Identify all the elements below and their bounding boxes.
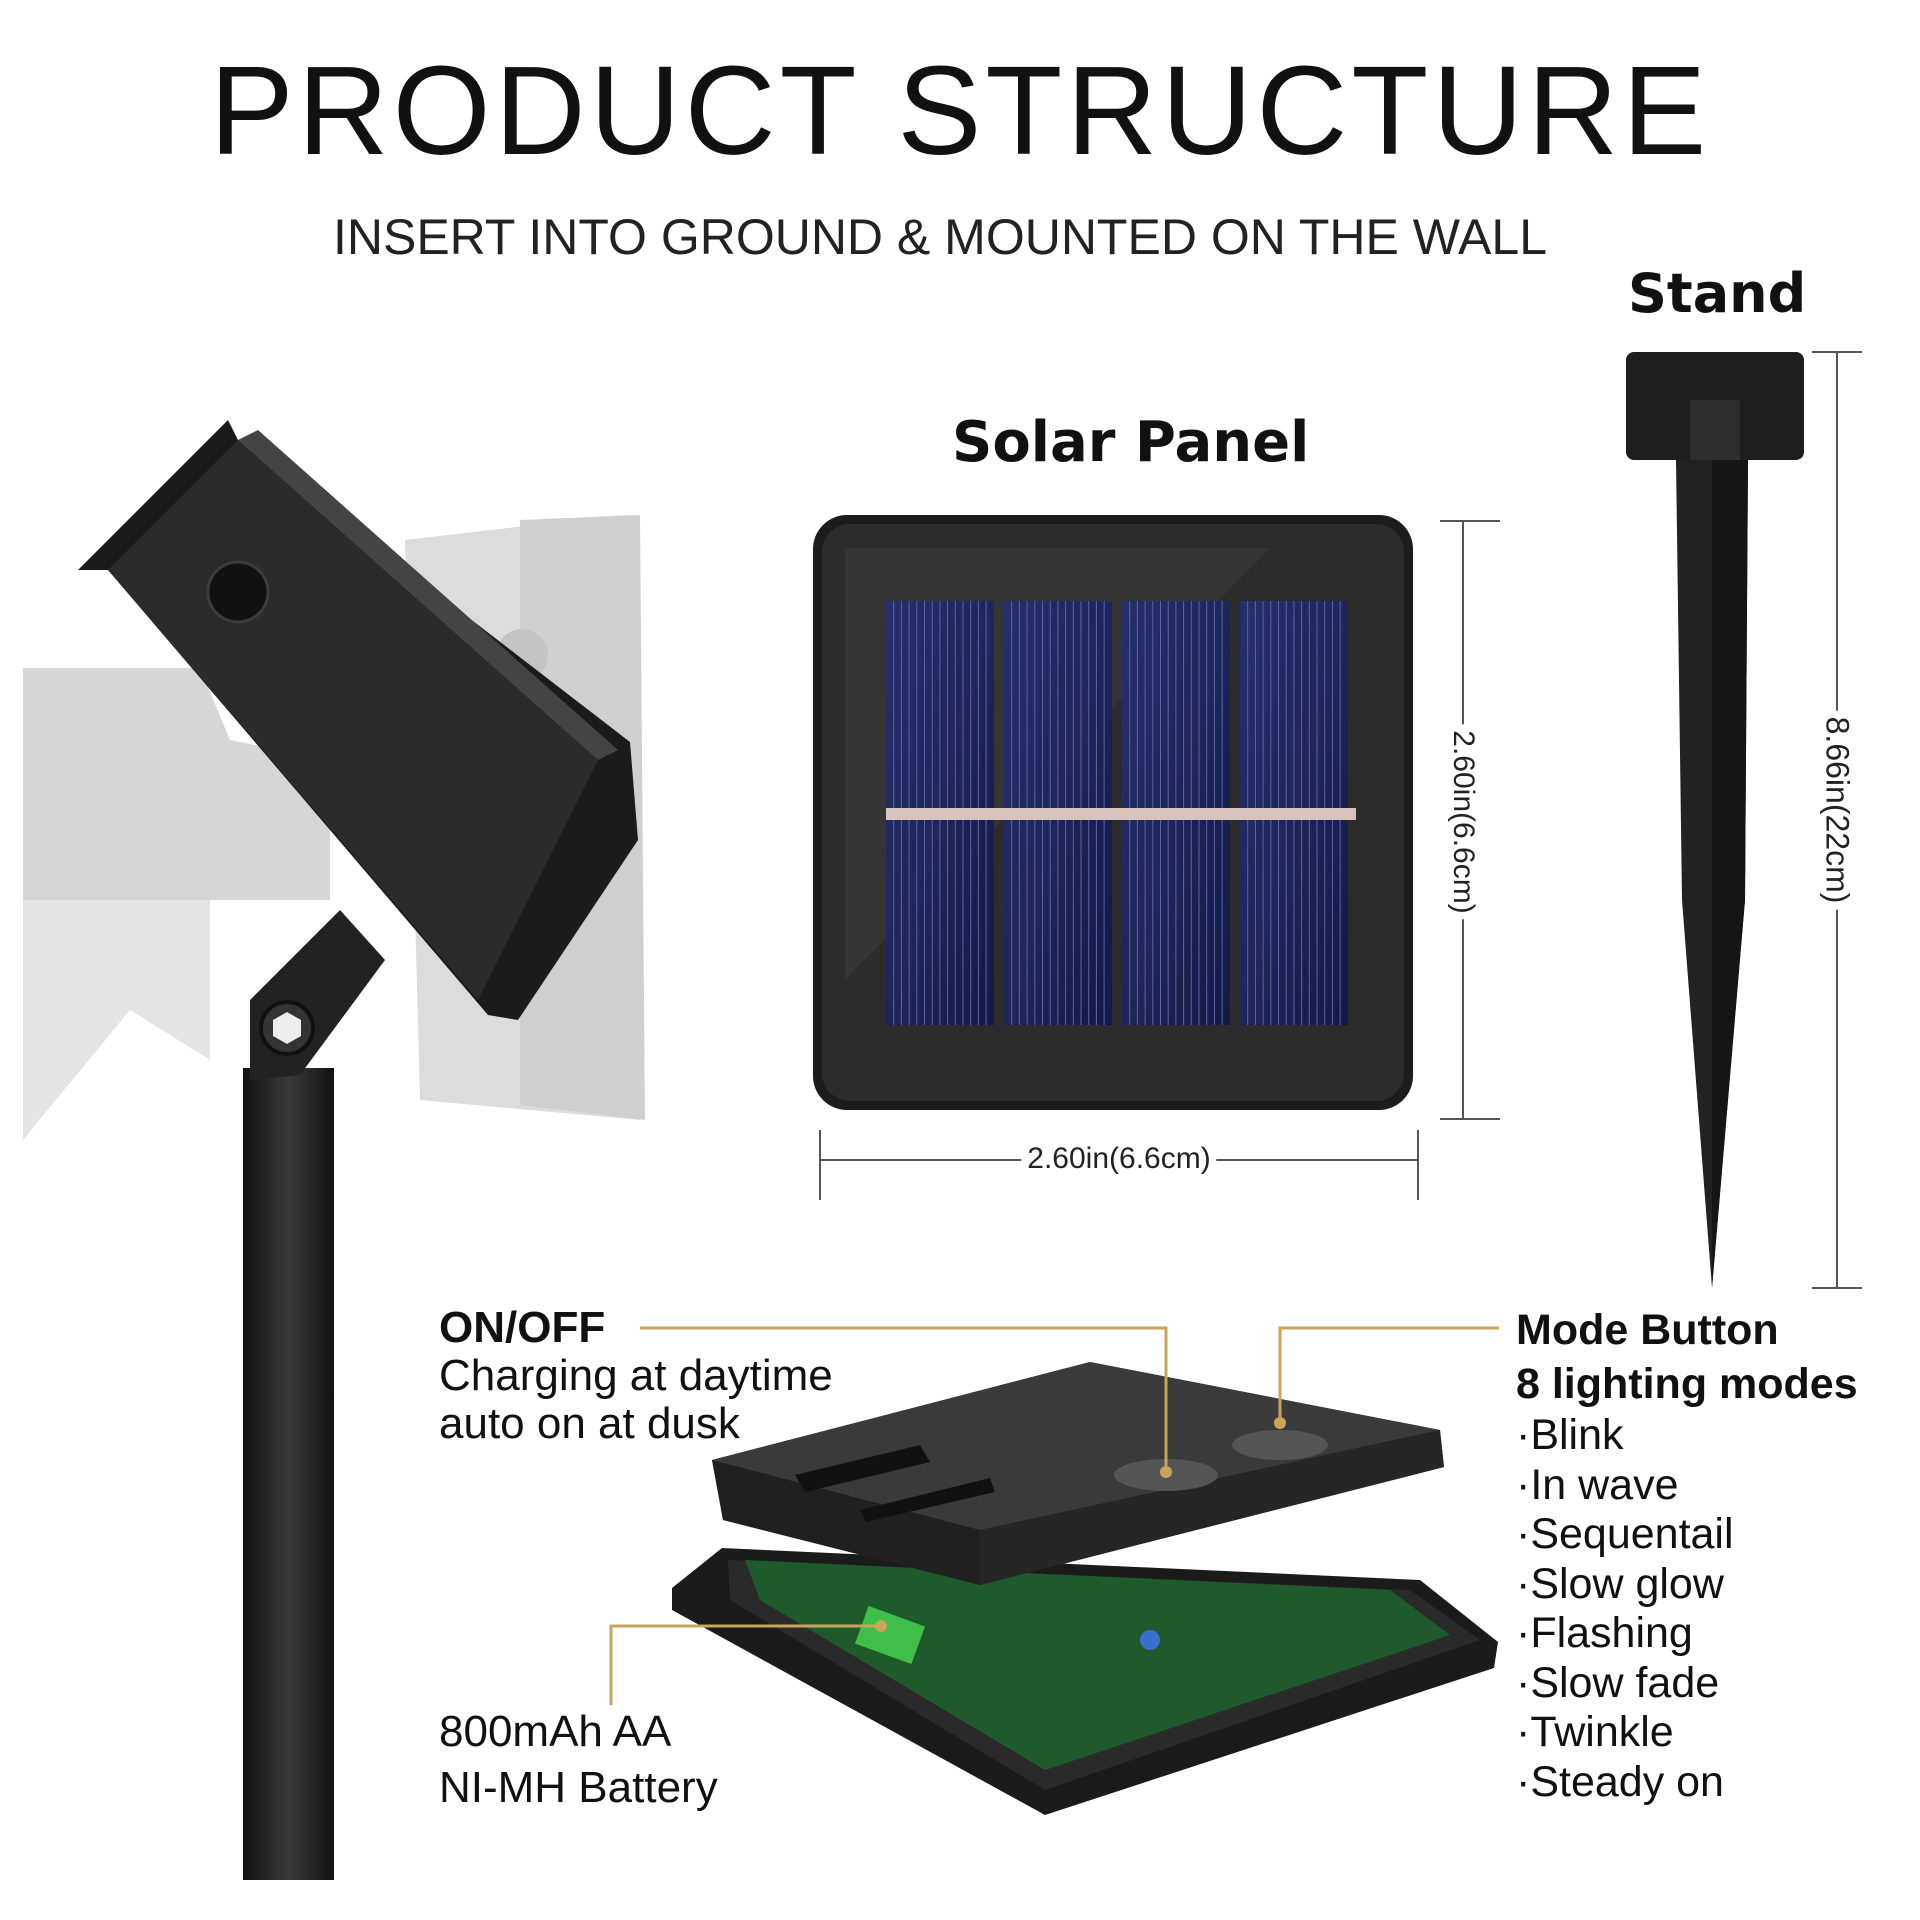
leader-lines — [609, 1326, 1499, 1705]
leader-dots — [875, 1417, 1286, 1632]
stand-image — [1626, 352, 1804, 1288]
stand-height-dimension: 8.66in(22cm) — [1818, 710, 1856, 910]
mode-item: ·Sequentail — [1516, 1510, 1734, 1558]
mode-button-callout: Mode Button 8 lighting modes ·Blink ·In … — [1516, 1303, 1858, 1807]
solar-panel-label: Solar Panel — [952, 410, 1310, 475]
on-off-callout: ON/OFF Charging at daytime auto on at du… — [439, 1304, 833, 1448]
page-subtitle: INSERT INTO GROUND & MOUNTED ON THE WALL — [332, 209, 1548, 265]
stand-label: Stand — [1628, 262, 1807, 325]
battery-line1: 800mAh AA — [439, 1707, 672, 1756]
battery-line2: NI-MH Battery — [439, 1763, 718, 1812]
lamp-pole — [243, 1068, 334, 1880]
mode-item: ·Steady on — [1516, 1757, 1724, 1806]
solar-panel-height-dimension: 2.60in(6.6cm) — [1446, 724, 1480, 920]
mode-item: ·Blink — [1516, 1411, 1624, 1459]
solar-panel-width-dimension: 2.60in(6.6cm) — [1021, 1142, 1217, 1176]
mode-item: ·Twinkle — [1516, 1708, 1674, 1756]
on-off-line2: auto on at dusk — [439, 1399, 740, 1448]
mode-button-label: Mode Button — [1516, 1306, 1779, 1354]
mode-item: ·Slow glow — [1516, 1559, 1724, 1608]
mode-item: ·In wave — [1516, 1460, 1679, 1509]
control-box-image — [672, 1362, 1498, 1815]
mode-item: ·Slow fade — [1516, 1658, 1720, 1707]
lamp-head — [78, 420, 638, 1020]
on-off-line1: Charging at daytime — [439, 1351, 833, 1400]
lamp-bracket — [250, 910, 385, 1080]
battery-callout: 800mAh AA NI-MH Battery — [439, 1704, 718, 1816]
on-off-label: ON/OFF — [439, 1303, 606, 1352]
solar-panel-image — [813, 515, 1413, 1110]
page-title: PRODUCT STRUCTURE — [209, 40, 1711, 181]
mode-item: ·Flashing — [1516, 1609, 1693, 1657]
lighting-modes-heading: 8 lighting modes — [1516, 1360, 1858, 1408]
